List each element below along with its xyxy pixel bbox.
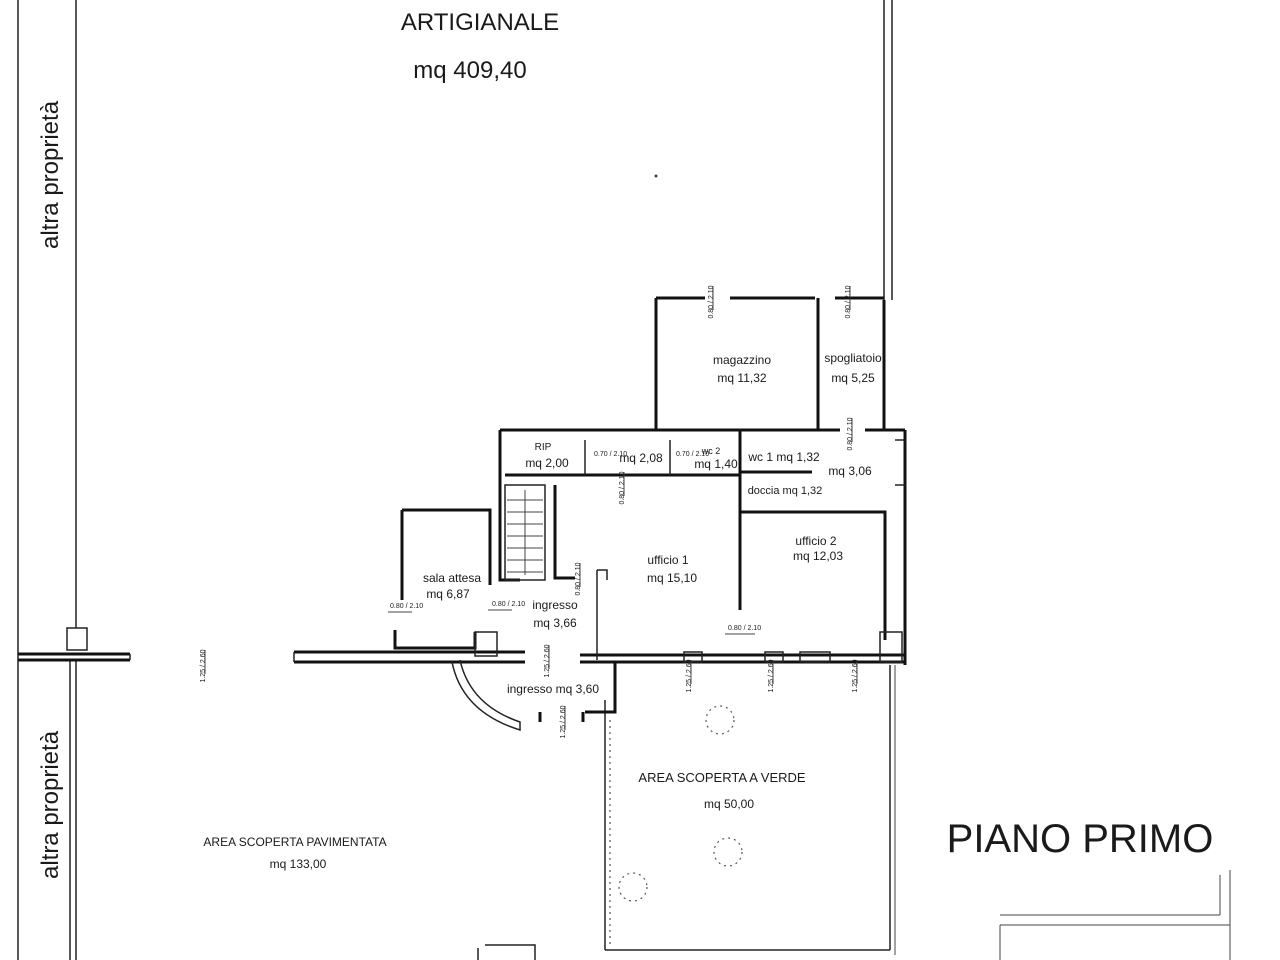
- room-spogliatoio-name: spogliatoio: [824, 351, 882, 365]
- dim-label: 0.80 / 2.10: [845, 285, 852, 318]
- tree-symbol: [713, 837, 743, 867]
- stair: [507, 490, 543, 575]
- dim-label: 1.25 / 2.60: [686, 659, 693, 692]
- neighbor-label-top: altra proprietà: [37, 100, 64, 249]
- dim-label: 1.25 / 2.60: [544, 644, 551, 677]
- room-ingresso-ext-label: ingresso mq 3,60: [507, 682, 599, 696]
- dim-label: 0.80 / 2.10: [575, 562, 582, 595]
- room-ufficio1-area: mq 15,10: [647, 571, 697, 585]
- left-pillar: [18, 627, 131, 662]
- dimension-labels-horizontal: 0.70 / 2.10 0.70 / 2.10 0.80 / 2.10 0.80…: [388, 451, 761, 635]
- room-rip-area: mq 2,00: [525, 456, 569, 470]
- dim-label: 0.80 / 2.10: [492, 601, 525, 608]
- floor-title: PIANO PRIMO: [947, 817, 1214, 861]
- room-spogliatoio-area: mq 5,25: [831, 371, 875, 385]
- room-sala-attesa-area: mq 6,87: [426, 587, 470, 601]
- dim-label: 1.25 / 2.60: [200, 649, 207, 682]
- outdoor-verde-name: AREA SCOPERTA A VERDE: [638, 770, 805, 785]
- tree-symbol: [618, 872, 648, 902]
- dim-label: 0.80 / 2.10: [390, 603, 423, 610]
- room-ufficio1-name: ufficio 1: [647, 553, 688, 567]
- main-area-name: ARTIGIANALE: [401, 9, 559, 36]
- room-ufficio2-name: ufficio 2: [795, 534, 836, 548]
- dim-label: 0.80 / 2.10: [728, 625, 761, 632]
- outdoor-pavimentata-area: mq 133,00: [270, 857, 327, 871]
- room-magazzino-name: magazzino: [713, 353, 771, 367]
- room-wc2-area: mq 1,40: [694, 457, 738, 471]
- room-ufficio2-area: mq 12,03: [793, 549, 843, 563]
- dim-label: 0.70 / 2.10: [594, 451, 627, 458]
- outdoor-verde-area: mq 50,00: [704, 797, 754, 811]
- building-walls: [293, 296, 907, 732]
- room-ingresso-area: mq 3,66: [533, 616, 577, 630]
- room-wc2-name: wc 2: [701, 446, 721, 456]
- room-bagno-area: mq 3,06: [828, 464, 872, 478]
- room-wc1-label: wc 1 mq 1,32: [747, 450, 820, 464]
- main-area-size: mq 409,40: [413, 57, 526, 84]
- outdoor-pavimentata-name: AREA SCOPERTA PAVIMENTATA: [203, 835, 386, 849]
- dimension-ticks: 0.80 / 2.10 0.80 / 2.10 0.80 / 2.10 0.80…: [200, 285, 859, 738]
- dim-label: 0.80 / 2.10: [619, 471, 626, 504]
- bottom-stub: [477, 944, 536, 960]
- tree-symbol: [705, 705, 735, 735]
- room-sala-attesa-name: sala attesa: [423, 571, 481, 585]
- room-magazzino-area: mq 11,32: [717, 371, 766, 385]
- dim-label: 1.25 / 2.60: [768, 659, 775, 692]
- room-rip-name: RIP: [535, 442, 552, 453]
- neighbor-label-bottom: altra proprietà: [37, 730, 64, 879]
- dot-mark: [654, 174, 658, 178]
- garden-trees: [618, 705, 743, 902]
- dim-label: 1.25 / 2.60: [852, 659, 859, 692]
- site-boundaries: [17, 0, 1231, 960]
- room-doccia-label: doccia mq 1,32: [748, 485, 823, 497]
- dim-label: 0.80 / 2.10: [708, 285, 715, 318]
- room-ingresso-name: ingresso: [532, 598, 578, 612]
- dim-label: 0.70 / 2.10: [676, 451, 709, 458]
- dim-label: 0.80 / 2.10: [847, 417, 854, 450]
- dim-label: 1.25 / 2.60: [560, 705, 567, 738]
- room-corridoio-area: mq 2,08: [619, 451, 663, 465]
